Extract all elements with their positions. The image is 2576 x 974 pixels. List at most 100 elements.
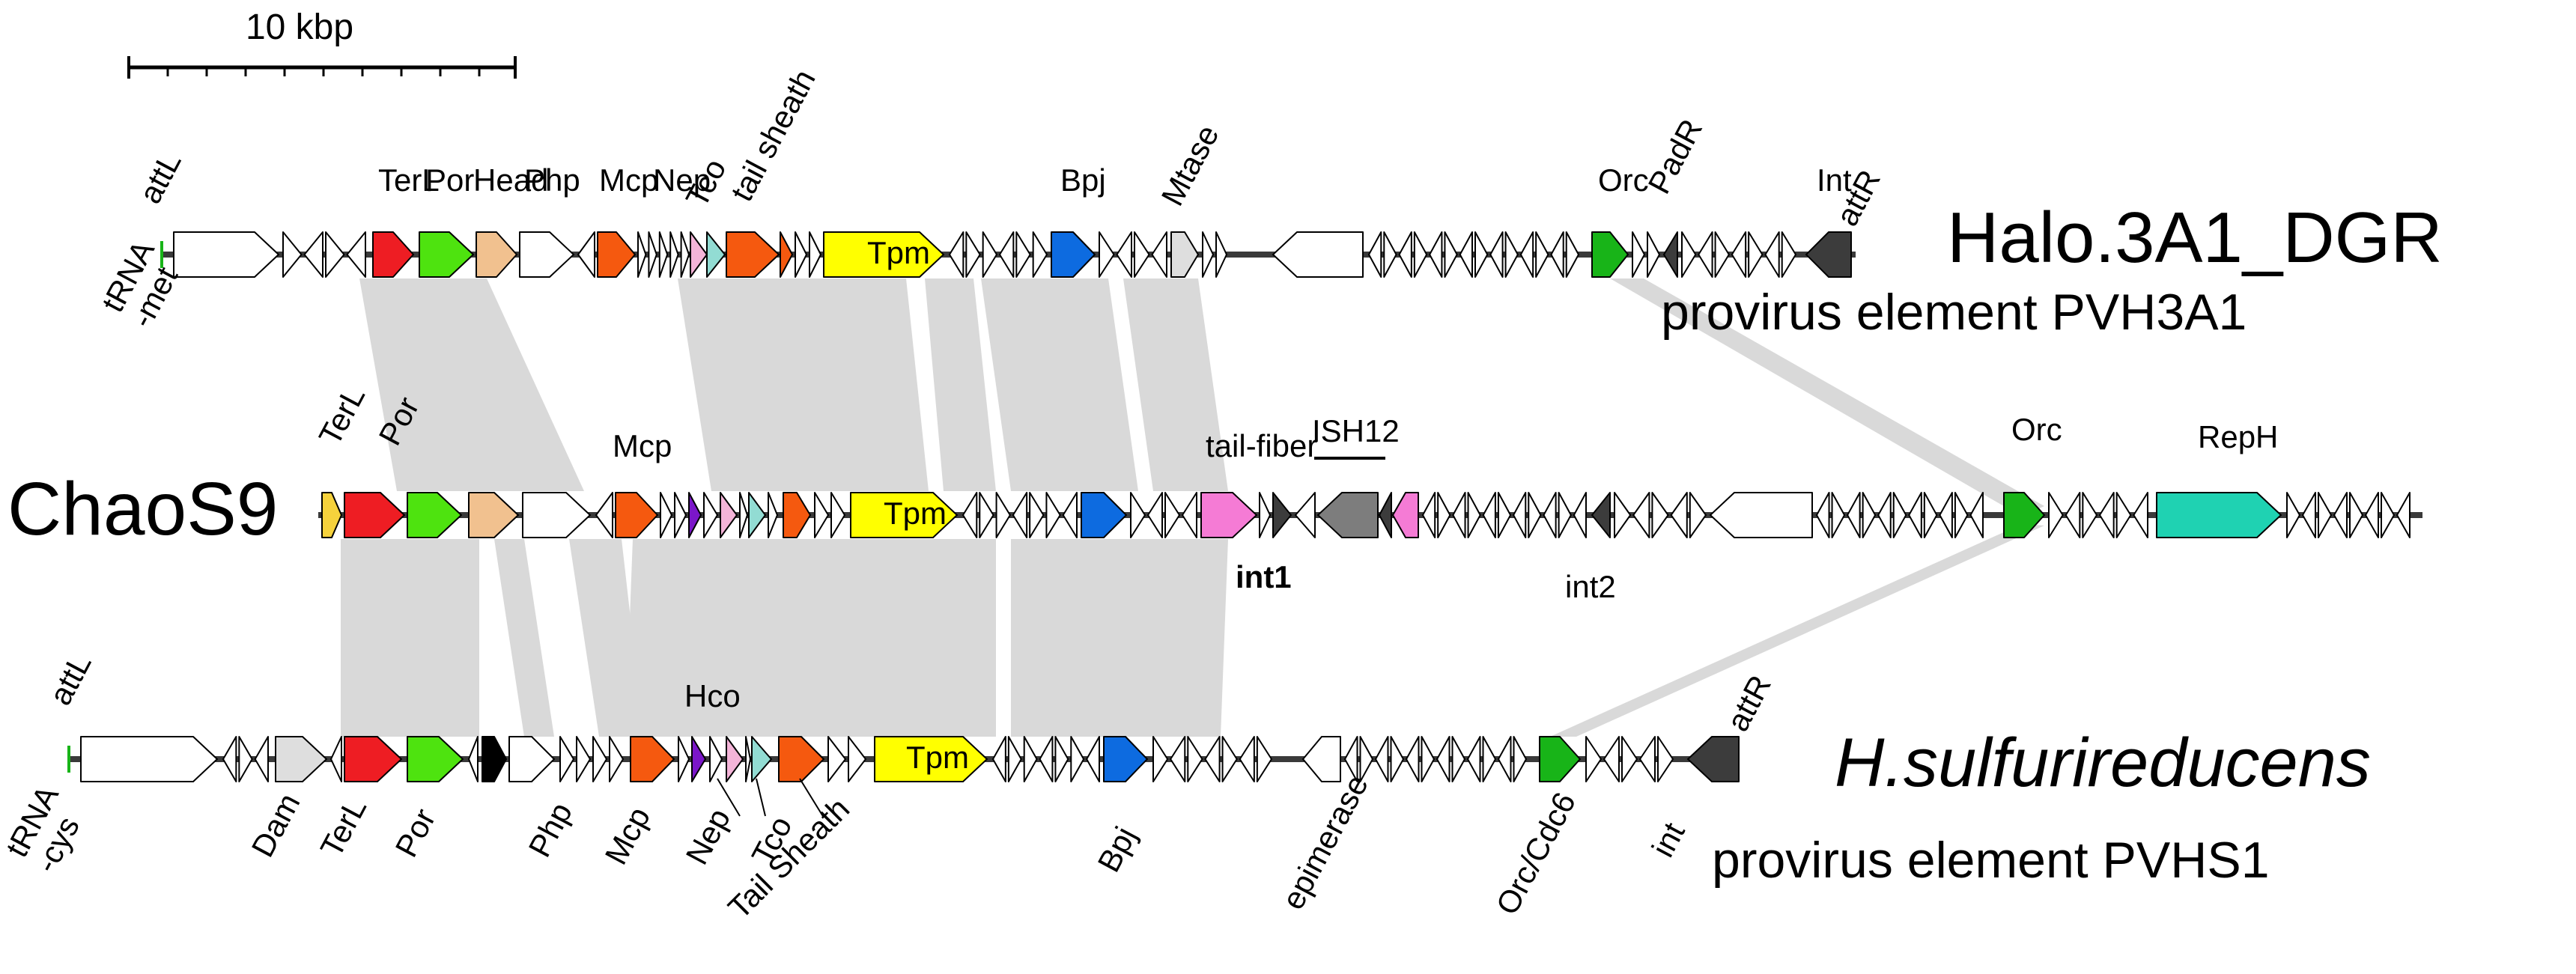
synteny-band-halo-chaos bbox=[925, 278, 996, 491]
gene-arrow bbox=[1614, 492, 1632, 538]
bpj-gene bbox=[1081, 492, 1127, 538]
gene-arrow bbox=[1413, 231, 1428, 278]
por-gene bbox=[419, 231, 474, 278]
label-head: Head bbox=[473, 162, 548, 198]
gene-arrow bbox=[1657, 736, 1674, 782]
label-php: Php bbox=[521, 797, 579, 862]
gene-arrow bbox=[1134, 231, 1150, 278]
gene-arrow bbox=[1152, 736, 1169, 782]
tpm-gene bbox=[850, 492, 958, 538]
synteny-band-halo-chaos bbox=[981, 278, 1138, 491]
gene-arrow bbox=[703, 492, 718, 538]
gene-arrow bbox=[1383, 231, 1397, 278]
gene-arrow bbox=[1565, 231, 1579, 278]
php-gene bbox=[508, 736, 555, 782]
int-gene bbox=[1805, 231, 1852, 278]
label-nep: Nep bbox=[678, 803, 737, 870]
gene-arrow bbox=[1187, 736, 1203, 782]
hco-gene bbox=[691, 736, 706, 782]
label-mcp: Mcp bbox=[598, 801, 657, 870]
gene-arrow bbox=[1689, 492, 1707, 538]
nep-gene bbox=[720, 492, 738, 538]
synteny-band-chaos-hsulf bbox=[625, 539, 996, 737]
gene-arrow bbox=[1054, 736, 1069, 782]
orc-gene bbox=[1591, 231, 1629, 278]
gene-arrow bbox=[1147, 492, 1163, 538]
gene-arrow bbox=[1969, 492, 1984, 538]
gene-arrow bbox=[1368, 231, 1382, 278]
gene-arrow bbox=[1437, 492, 1451, 538]
gene-arrow bbox=[1632, 492, 1650, 538]
por-gene bbox=[407, 736, 464, 782]
gene-arrow bbox=[1558, 492, 1572, 538]
gene-arrow bbox=[1444, 231, 1458, 278]
gene-arrow bbox=[992, 736, 1006, 782]
label-nep: Nep bbox=[653, 162, 711, 198]
gene-arrow bbox=[995, 492, 1011, 538]
gene-arrow bbox=[303, 231, 323, 278]
gene-arrow bbox=[1748, 231, 1764, 278]
gene-arrow bbox=[2099, 492, 2115, 538]
gene-arrow bbox=[1459, 231, 1473, 278]
gene-arrow bbox=[1498, 736, 1512, 782]
nep-gene bbox=[726, 736, 744, 782]
gene-arrow bbox=[848, 736, 866, 782]
nep-gene bbox=[690, 231, 708, 278]
tpm-gene bbox=[823, 231, 944, 278]
terl-gene bbox=[372, 231, 414, 278]
terl-gene bbox=[344, 736, 402, 782]
gene-arrow bbox=[674, 492, 687, 538]
gene-arrow bbox=[346, 231, 366, 278]
orc-cdc6-gene bbox=[1539, 736, 1581, 782]
label-tail-fiber: tail-fiber bbox=[1206, 428, 1317, 463]
scale-bar-label: 10 kbp bbox=[246, 7, 353, 47]
label-dam: Dam bbox=[244, 788, 306, 862]
int2-gene bbox=[1591, 492, 1611, 538]
gene-arrow bbox=[321, 492, 342, 538]
por-gene bbox=[407, 492, 462, 538]
gene-arrow bbox=[768, 492, 778, 538]
gene-arrow bbox=[1239, 736, 1255, 782]
int-gene bbox=[1687, 736, 1740, 782]
genome-subtitle-hsulf: provirus element PVHS1 bbox=[1712, 832, 2270, 889]
gene-arrow bbox=[658, 231, 669, 278]
gene-arrow bbox=[1474, 231, 1489, 278]
ish12-gene bbox=[1317, 492, 1379, 538]
label-tail-sheath: tail sheath bbox=[723, 64, 821, 207]
gene-arrow bbox=[1681, 231, 1697, 278]
label-terl: TerL bbox=[378, 162, 440, 198]
gene-arrow bbox=[1482, 492, 1496, 538]
gene-arrow bbox=[1202, 231, 1214, 278]
gene-arrow bbox=[1550, 231, 1564, 278]
gene-arrow bbox=[80, 736, 218, 782]
gene-arrow bbox=[795, 231, 807, 278]
terl-gene bbox=[344, 492, 405, 538]
label-epimerase: epimerase bbox=[1275, 769, 1375, 915]
gene-arrow bbox=[1039, 736, 1054, 782]
gene-arrow bbox=[1023, 736, 1038, 782]
synteny-band-orc bbox=[1550, 524, 2044, 737]
gene-arrow bbox=[2082, 492, 2097, 538]
gene-arrow bbox=[1603, 736, 1620, 782]
gene-arrow bbox=[1923, 492, 1938, 538]
gene-arrows bbox=[67, 231, 2411, 782]
gene-arrow bbox=[1015, 231, 1031, 278]
gene-arrow bbox=[678, 736, 690, 782]
tco-gene bbox=[751, 736, 772, 782]
gene-arrow bbox=[1877, 492, 1892, 538]
gene-arrow bbox=[1504, 231, 1519, 278]
gene-arrow bbox=[330, 736, 342, 782]
gene-arrow bbox=[1816, 492, 1830, 538]
gene-arrow bbox=[2115, 492, 2132, 538]
gene-arrow bbox=[1621, 736, 1638, 782]
gene-arrow bbox=[1392, 492, 1419, 538]
label-int1: int1 bbox=[1236, 559, 1292, 594]
gene-arrow bbox=[2286, 492, 2300, 538]
label-trna-cys: tRNA-cys bbox=[0, 780, 94, 878]
php-gene bbox=[522, 492, 591, 538]
gene-arrow bbox=[1182, 492, 1197, 538]
gene-arrow bbox=[669, 231, 679, 278]
padr-gene bbox=[1663, 231, 1678, 278]
gene-arrow bbox=[1513, 492, 1527, 538]
